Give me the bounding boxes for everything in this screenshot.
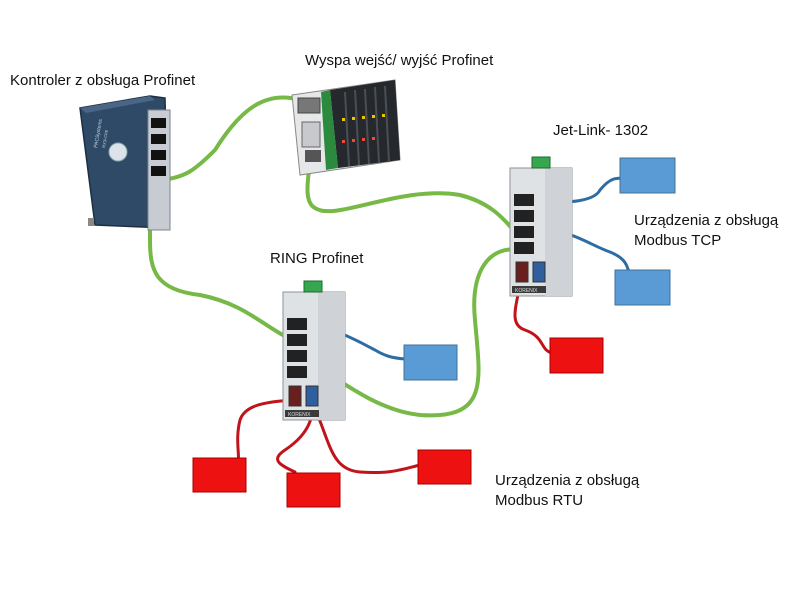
- modbus-rtu-label-line2: Modbus RTU: [495, 492, 584, 509]
- serial-port-icon: [515, 261, 529, 283]
- controller-label: Kontroler z obsługa Profinet: [10, 72, 196, 89]
- ethernet-port-icon: [514, 210, 534, 222]
- io-island-label: Wyspa wejść/ wyjść Profinet: [305, 52, 494, 69]
- serial-port-icon: [288, 385, 302, 407]
- modbus-tcp-label-line2: Modbus TCP: [634, 232, 722, 249]
- controller-brand-text: PACSystems: [93, 118, 104, 148]
- cable-controller-to-io-island: [158, 95, 302, 182]
- modbus-tcp-devices: [403, 157, 676, 381]
- cable-jetlink-to-ring: [298, 247, 522, 418]
- jetlink-device: KORENIX: [509, 156, 573, 297]
- ring-device: KORENIX: [282, 280, 346, 421]
- controller-device: PACSystems RX3i-CPE: [79, 95, 171, 231]
- modbus-tcp-device-2: [614, 269, 671, 306]
- ethernet-port-icon: [151, 150, 166, 160]
- ethernet-port-icon: [287, 334, 307, 346]
- serial-port-icon: [532, 261, 546, 283]
- serial-port-icon: [305, 385, 319, 407]
- modbus-tcp-device-1: [619, 157, 676, 194]
- ethernet-port-icon: [514, 194, 534, 206]
- ethernet-port-icon: [514, 242, 534, 254]
- modbus-tcp-label-line1: Urządzenia z obsługą: [634, 212, 779, 229]
- jetlink-brand-text: KORENIX: [515, 288, 538, 294]
- modbus-rtu-devices: [192, 337, 604, 508]
- cable-jetlink-to-rtu-device-1: [513, 283, 554, 355]
- modbus-rtu-device-2: [192, 457, 247, 493]
- ethernet-port-icon: [151, 134, 166, 144]
- cable-ring-to-rtu-device-2: [236, 398, 294, 464]
- modbus-rtu-device-1: [549, 337, 604, 374]
- ethernet-port-icon: [151, 118, 166, 128]
- modbus-rtu-device-4: [417, 449, 472, 485]
- cable-io-island-to-jetlink: [305, 136, 522, 238]
- cable-ring-to-controller: [148, 198, 302, 345]
- cable-ring-to-rtu-device-4: [310, 400, 422, 474]
- modbus-rtu-device-3: [286, 472, 341, 508]
- jetlink-label: Jet-Link- 1302: [553, 122, 649, 139]
- modbus-tcp-device-3: [403, 344, 458, 381]
- ethernet-port-icon: [514, 226, 534, 238]
- ethernet-port-icon: [151, 166, 166, 176]
- ring-brand-text: KORENIX: [288, 412, 311, 418]
- controller-model-text: RX3i-CPE: [101, 129, 109, 148]
- ethernet-port-icon: [287, 366, 307, 378]
- modbus-rtu-label-line1: Urządzenia z obsługą: [495, 472, 640, 489]
- ring-label: RING Profinet: [270, 250, 364, 267]
- io-island-device: [291, 79, 401, 176]
- ethernet-port-icon: [287, 318, 307, 330]
- profinet-cables: [148, 95, 522, 418]
- ethernet-port-icon: [287, 350, 307, 362]
